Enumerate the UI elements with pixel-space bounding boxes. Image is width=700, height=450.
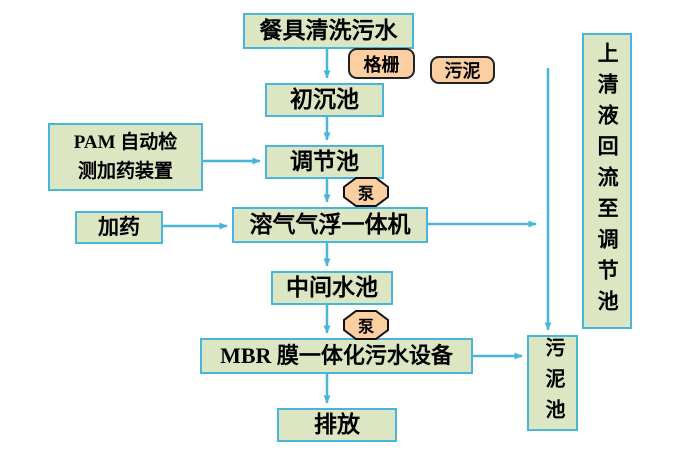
node-mbr-unit: MBR 膜一体化污水设备 xyxy=(200,338,473,374)
node-intermediate-tank: 中间水池 xyxy=(271,271,393,305)
pump-2: 泵 xyxy=(343,310,389,340)
pam-label-line1: PAM 自动检 xyxy=(73,131,178,153)
node-regulating-tank: 调节池 xyxy=(265,145,384,179)
node-pam-dosing-device: PAM 自动检 测加药装置 xyxy=(48,123,203,191)
pump-2-octagon xyxy=(343,310,389,340)
node-sludge-tank: 污泥池 xyxy=(527,335,578,431)
pam-label-line2: 测加药装置 xyxy=(77,161,173,182)
node-discharge: 排放 xyxy=(277,408,397,442)
pump-1-label: 泵 xyxy=(357,186,374,203)
supernatant-return-label: 上清液回流至调节池 xyxy=(595,41,620,321)
sludge-tank-label: 污泥池 xyxy=(542,336,564,430)
pump-2-label: 泵 xyxy=(357,319,374,336)
pump-1-octagon xyxy=(343,177,389,207)
node-supernatant-return-note: 上清液回流至调节池 xyxy=(582,33,632,329)
pump-1: 泵 xyxy=(343,177,389,207)
tag-grid-screen: 格栅 xyxy=(348,48,415,79)
node-daf-unit: 溶气气浮一体机 xyxy=(232,207,428,243)
node-source-wastewater: 餐具清洗污水 xyxy=(243,13,414,49)
tag-sludge: 污泥 xyxy=(430,56,495,84)
node-primary-sedimentation-tank: 初沉池 xyxy=(265,83,384,117)
node-dosing: 加药 xyxy=(75,211,163,244)
